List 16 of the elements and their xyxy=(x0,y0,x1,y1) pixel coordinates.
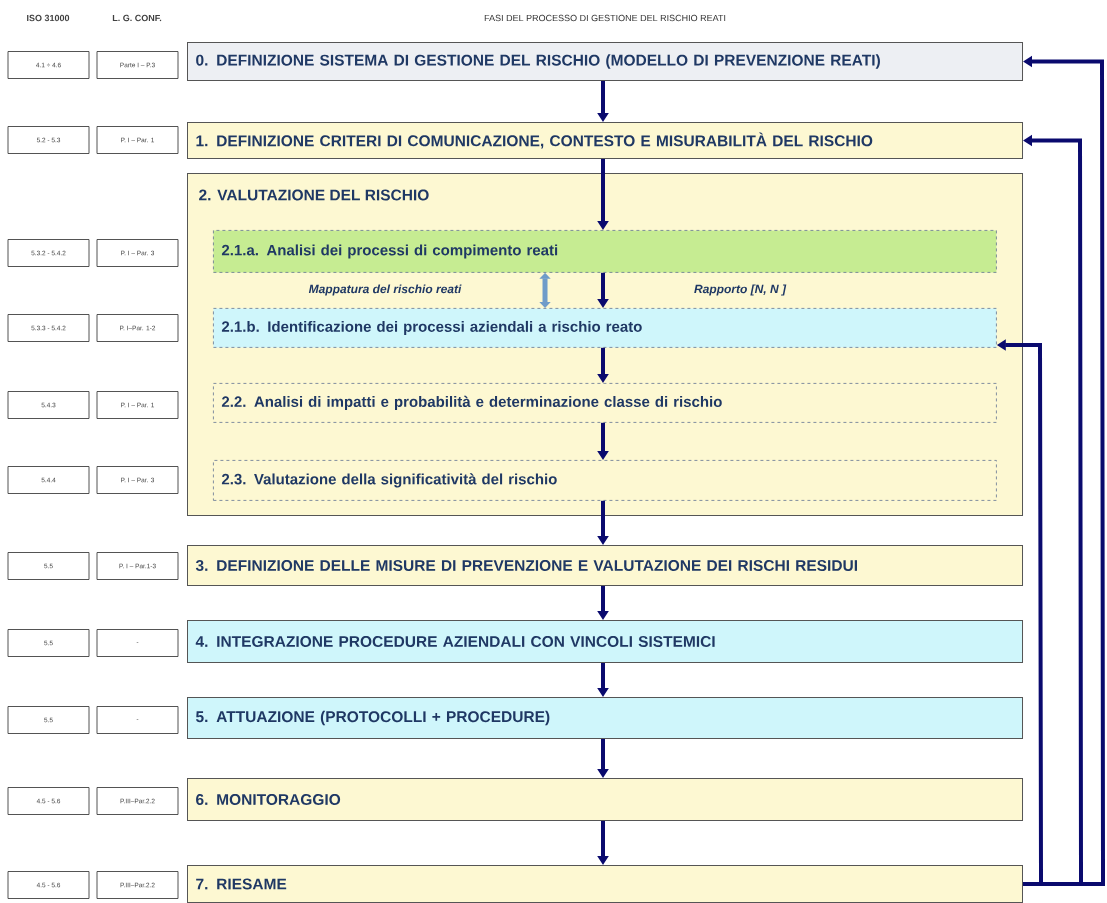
phase-box: 1. DEFINIZIONE CRITERI DI COMUNICAZIONE, CONTESTO E MISURABILITÀ DEL RISCHIO xyxy=(187,122,1023,159)
step-box: 2.2. Analisi di impatti e probabilità e determinazione classe di rischio xyxy=(213,383,997,423)
column-header: L. G. CONF. xyxy=(112,14,162,22)
step-box: 2.1.a. Analisi dei processi di compimento reati xyxy=(213,230,997,273)
step-box: 2.3. Valutazione della significatività del rischio xyxy=(213,460,997,501)
phase-box: 4. INTEGRAZIONE PROCEDURE AZIENDALI CON VINCOLI SISTEMICI xyxy=(187,620,1023,663)
phase-box: 6. MONITORAGGIO xyxy=(187,778,1023,821)
phase-box: 7. RIESAME xyxy=(187,865,1023,903)
phase-box: 5. ATTUAZIONE (PROTOCOLLI + PROCEDURE) xyxy=(187,697,1023,739)
phase-box: 3. DEFINIZIONE DELLE MISURE DI PREVENZIONE E VALUTAZIONE DEI RISCHI RESIDUI xyxy=(187,545,1023,586)
column-header: ISO 31000 xyxy=(27,14,70,22)
annotation-text: Rapporto [N, N ] xyxy=(694,284,787,296)
step-box: 2.1.b. Identificazione dei processi aziendali a rischio reato xyxy=(213,308,997,348)
annotation-text: Mappatura del rischio reati xyxy=(308,284,462,296)
phase-box: 0. DEFINIZIONE SISTEMA DI GESTIONE DEL RISCHIO (MODELLO DI PREVENZIONE REATI) xyxy=(187,42,1023,81)
title: FASI DEL PROCESSO DI GESTIONE DEL RISCHIO REATI xyxy=(484,14,726,22)
